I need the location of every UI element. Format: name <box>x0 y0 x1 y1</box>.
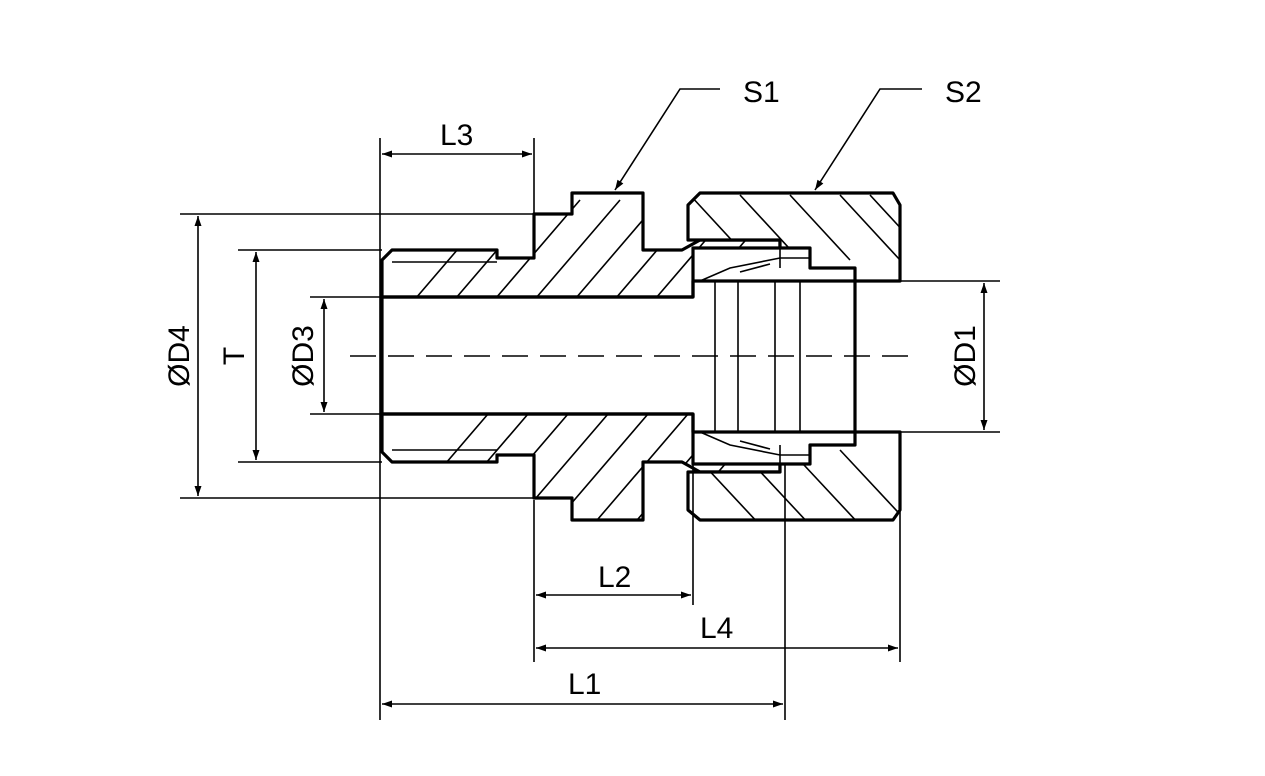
nut-hatch-top <box>689 194 900 261</box>
label-l4: L4 <box>700 612 733 645</box>
label-d4: ØD4 <box>163 325 196 387</box>
leader-s1 <box>614 88 720 191</box>
label-s1: S1 <box>743 76 780 109</box>
label-l3: L3 <box>440 119 473 152</box>
label-s2: S2 <box>945 76 982 109</box>
label-l2: L2 <box>598 561 631 594</box>
leaders <box>614 88 922 191</box>
leader-s2 <box>814 88 922 191</box>
label-t: T <box>218 347 251 365</box>
label-d1: ØD1 <box>949 325 982 387</box>
dimension-lines <box>194 150 988 708</box>
label-d3: ØD3 <box>287 325 320 387</box>
label-l1: L1 <box>568 668 601 701</box>
extension-lines <box>180 138 1000 720</box>
